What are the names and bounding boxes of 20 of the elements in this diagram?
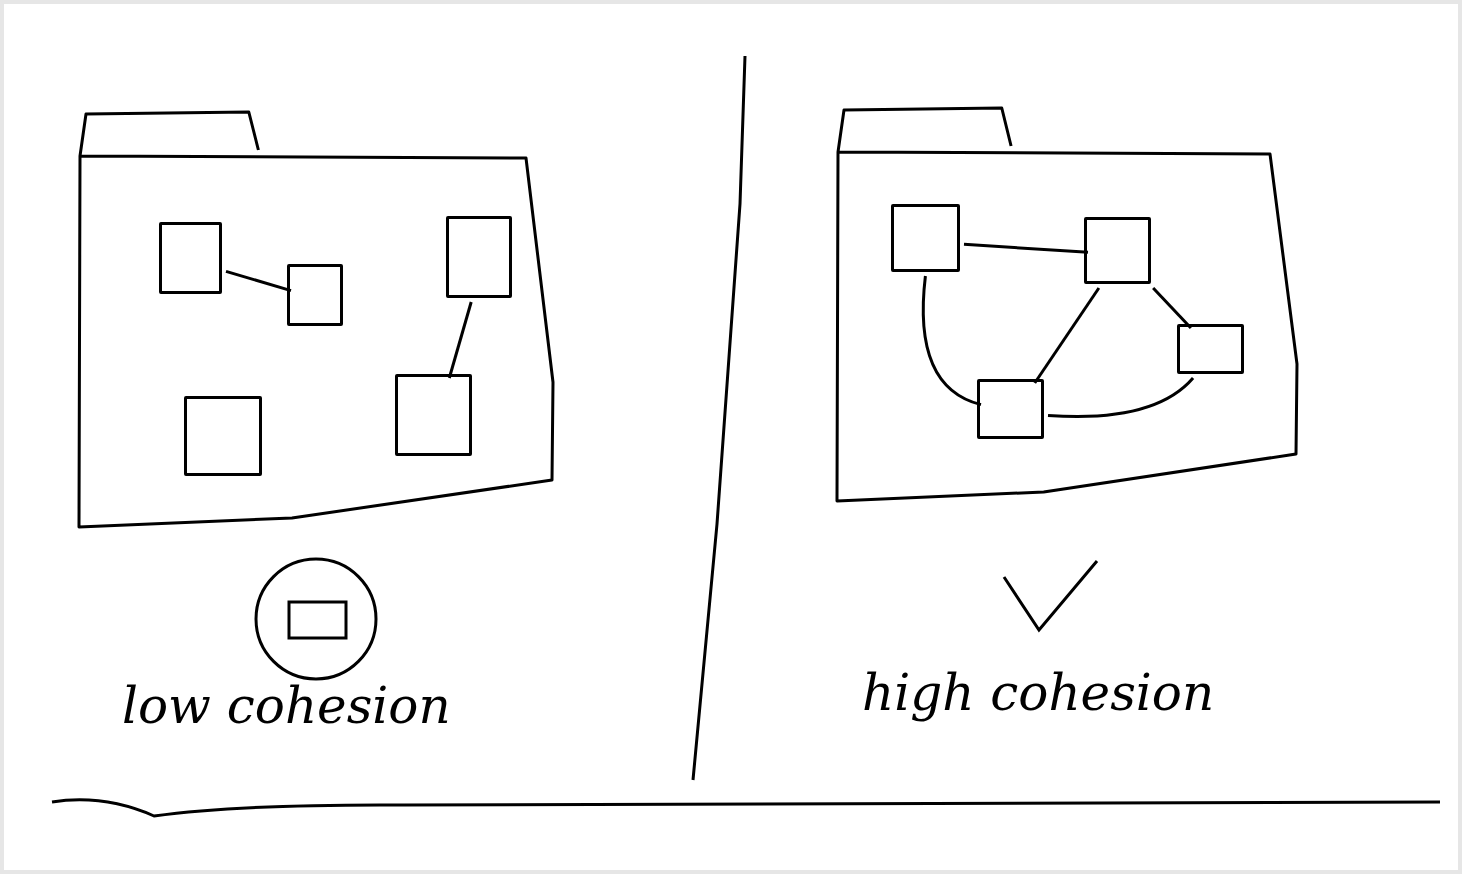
square-box bbox=[446, 216, 512, 298]
connector-line bbox=[921, 275, 982, 407]
folder bbox=[834, 104, 1300, 504]
square-box bbox=[891, 204, 960, 272]
square-box bbox=[977, 379, 1044, 439]
caption-text: high cohesion bbox=[862, 666, 1215, 721]
square-box bbox=[1084, 217, 1151, 284]
square-box bbox=[159, 222, 222, 294]
connector-line bbox=[1047, 376, 1195, 418]
caption-text: low cohesion bbox=[122, 679, 451, 734]
connector-line bbox=[1152, 286, 1192, 330]
connector-line bbox=[963, 242, 1089, 254]
square-box bbox=[395, 374, 472, 456]
folder bbox=[76, 108, 556, 530]
connector-line bbox=[225, 269, 292, 293]
connector-line bbox=[447, 301, 473, 379]
square-box bbox=[1177, 324, 1244, 374]
connector-line bbox=[1033, 287, 1101, 384]
square-box bbox=[184, 396, 262, 476]
square-box bbox=[287, 264, 343, 326]
